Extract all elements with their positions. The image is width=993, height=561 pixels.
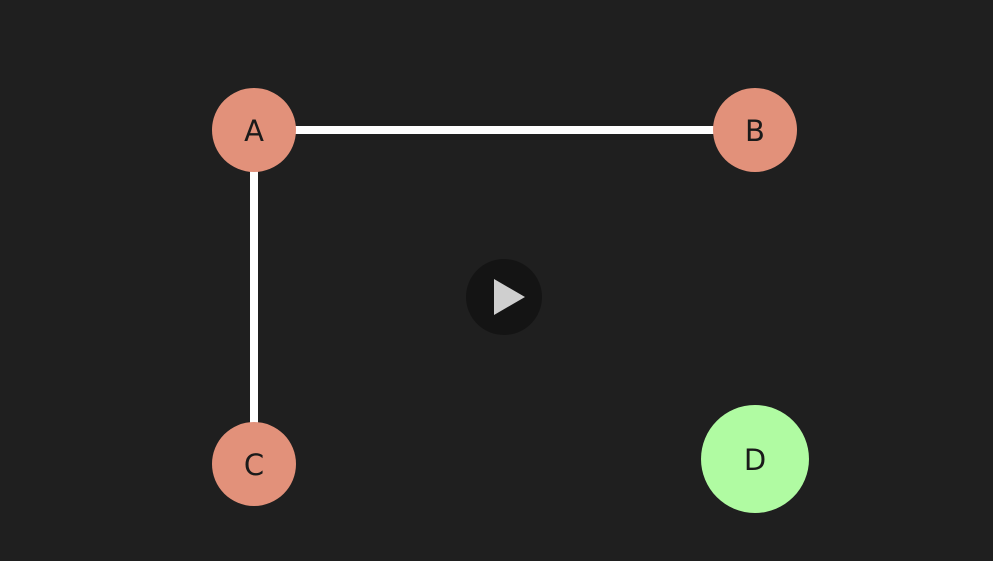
node-D[interactable]: D bbox=[701, 405, 809, 513]
edges-layer bbox=[250, 126, 755, 464]
node-circle-D bbox=[701, 405, 809, 513]
node-label-B: B bbox=[745, 114, 765, 148]
node-B[interactable]: B bbox=[713, 88, 797, 172]
node-label-C: C bbox=[244, 448, 264, 482]
node-label-A: A bbox=[244, 114, 264, 148]
node-label-D: D bbox=[744, 443, 766, 477]
play-button[interactable] bbox=[466, 259, 542, 335]
node-circle-A bbox=[212, 88, 296, 172]
nodes-layer: A B C D bbox=[212, 88, 809, 513]
node-A[interactable]: A bbox=[212, 88, 296, 172]
node-circle-B bbox=[713, 88, 797, 172]
node-C[interactable]: C bbox=[212, 422, 296, 506]
play-icon bbox=[494, 279, 525, 315]
node-circle-C bbox=[212, 422, 296, 506]
